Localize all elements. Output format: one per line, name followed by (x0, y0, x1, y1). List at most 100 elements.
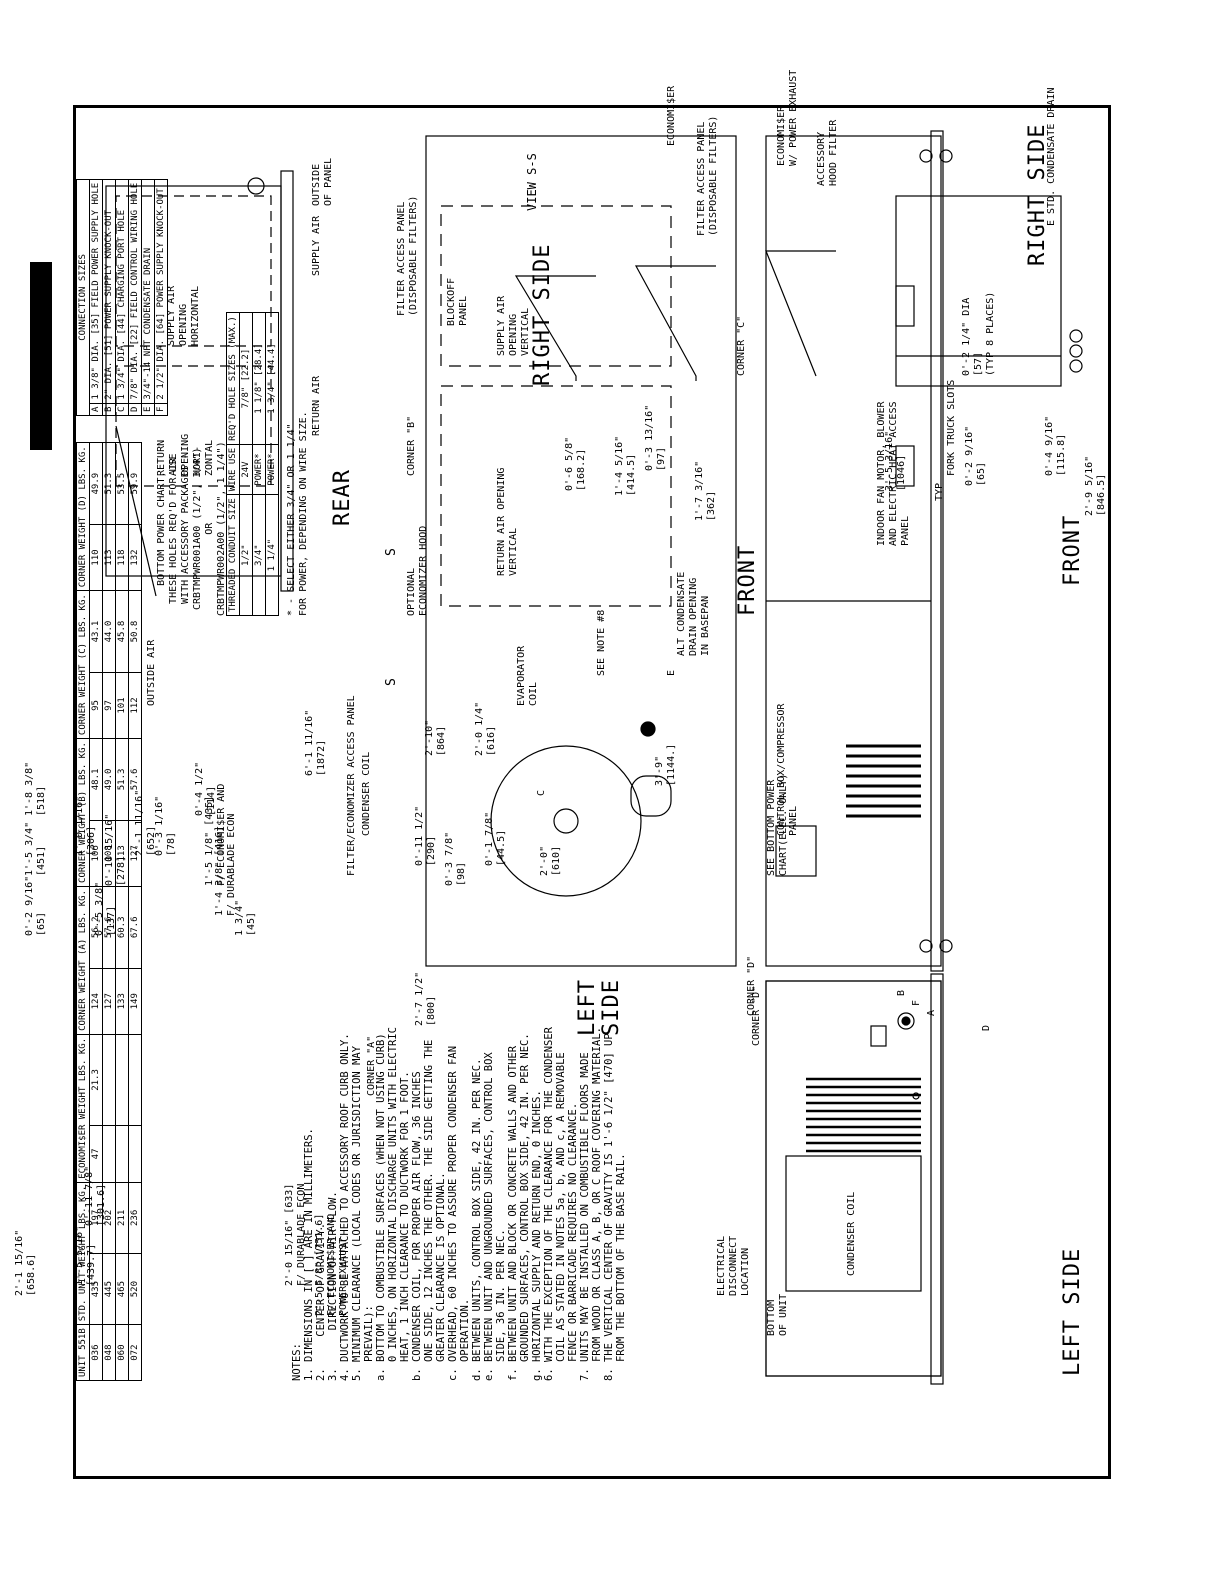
dimension-label: 0'-3 13/16" [97] (644, 404, 667, 471)
table-cell: 1 3/8" DIA. [35] FIELD POWER SUPPLY HOLE (89, 179, 103, 404)
table-cell: 7/8" DIA. [22] FIELD CONTROL WIRING HOLE (128, 179, 142, 404)
label-outside-of-panel: OUTSIDE OF PANEL (311, 157, 334, 206)
table-cell: 112 (128, 672, 142, 739)
note-line: FENCE OR BARRICADE REQUIRES NO CLEARANCE… (567, 1102, 579, 1381)
connection-title: CONNECTION SIZES (76, 179, 90, 416)
table-cell: 132 (128, 524, 142, 591)
table-cell: 149 (128, 968, 142, 1035)
note-line: COIL AS STATED IN NOTES 5a, b, AND c, A … (555, 1052, 567, 1381)
label-evaporator-coil: EVAPORATOR COIL (516, 645, 539, 706)
dimension-label: 0'-11 1/2" [290] (414, 805, 437, 866)
table-cell: 127 (102, 968, 116, 1035)
title-left-side: LEFT SIDE (1060, 1247, 1085, 1376)
label-economiser: ECONOMI$ER (666, 85, 677, 146)
table-cell: 520 (128, 1253, 142, 1325)
note-line: 6. WITH THE EXCEPTION OF THE CLEARANCE F… (543, 1026, 555, 1381)
label-corner-d-top: CORNER "D" (746, 955, 757, 1016)
label-corner-b: CORNER "B" (406, 415, 417, 476)
power-header-1: WIRE USE (226, 444, 240, 495)
label-condenser-coil-top: CONDENSER COIL (361, 751, 372, 836)
label-return-air: RETURN AIR (311, 375, 322, 436)
table-cell: 1 1/4" (265, 494, 279, 616)
label-filter-access: FILTER ACCESS PANEL (DISPOSABLE FILTERS) (696, 115, 719, 236)
note-line: SIDE, 36 IN. PER NEC. (495, 1229, 507, 1381)
dimension-label: 0'-1 7/8" [44.5] (484, 811, 507, 866)
dimension-label: 0'-10 15/16" [278] (104, 813, 127, 886)
title-top-left: LEFT SIDE (575, 979, 624, 1036)
power-chart-table: THREADED CONDUIT SIZE WIRE USE REQ'D HOL… (226, 312, 279, 616)
drawing-frame: UNIT 551B STD. UNIT WEIGHT LBS. KG. ECON… (14, 70, 1111, 1479)
table-cell (102, 1034, 116, 1126)
letter-f: F (911, 999, 922, 1006)
power-header-0: THREADED CONDUIT SIZE (226, 494, 240, 616)
unit-header-0: UNIT 551B (76, 1324, 90, 1381)
note-line: HEAT, 1 INCH CLEARANCE TO DUCTWORK FOR 1… (399, 1071, 411, 1381)
unit-header-3: CORNER WEIGHT (A) LBS. KG. (76, 886, 90, 1035)
unit-header-6: CORNER WEIGHT (D) LBS. KG. (76, 442, 90, 591)
dimension-label: 2'-5 5/8" [751.6] F/ ECONOMI$ER AND POWE… (314, 1213, 349, 1316)
note-line: g. HORIZONTAL SUPPLY AND RETURN END, 0 I… (531, 1090, 543, 1381)
label-condenser-coil: CONDENSER COIL (846, 1191, 857, 1276)
table-cell: POWER* (265, 444, 279, 495)
line-work (105, 130, 1083, 1385)
dimension-label: 0'-4 9/16" [115.8] (1044, 415, 1067, 476)
table-cell: 43.1 (89, 590, 103, 673)
table-cell: 2" DIA. [51] POWER SUPPLY KNOCK-OUT (102, 179, 116, 404)
dimension-label: 2'-1 15/16" [658.6] (14, 1229, 37, 1296)
dimension-label: 3'-9" [1144.] (654, 743, 677, 786)
front-view (765, 130, 953, 972)
rotated-drawing: UNIT 551B STD. UNIT WEIGHT LBS. KG. ECON… (14, 70, 1108, 1476)
note-line: GREATER CLEARANCE IS OPTIONAL. (435, 1172, 447, 1381)
table-cell: 44.0 (102, 590, 116, 673)
letter-s1: S (384, 678, 399, 686)
table-cell: 51.3 (102, 442, 116, 525)
dimension-label: 0'-3 7/8" [98] (444, 831, 467, 886)
dimension-label: 0'-5 3/8" [137] (94, 881, 117, 936)
label-outside-air: OUTSIDE AIR (146, 639, 157, 706)
table-cell: 49.0 (102, 738, 116, 821)
label-corner-a: CORNER "A" (366, 1035, 377, 1096)
note-line: 4. DUCTWORK TO BE ATTACHED TO ACCESSORY … (339, 1033, 351, 1381)
table-cell: 97 (102, 672, 116, 739)
table-cell: 445 (102, 1253, 116, 1325)
table-cell: 465 (115, 1253, 129, 1325)
dimension-label: 1'-5 3/4" [451] (24, 821, 47, 876)
label-economiser-pe: ECONOMI$ER W/ POWER EXHAUST (776, 69, 799, 166)
title-top-right: RIGHT SIDE (530, 243, 555, 386)
table-cell: C (115, 403, 129, 416)
table-cell: F (154, 403, 168, 416)
label-supply-air-vertical: SUPPLY AIR OPENING VERTICAL (496, 295, 531, 356)
table-cell: 45.8 (115, 590, 129, 673)
table-cell: 113 (102, 524, 116, 591)
unit-header-2: ECONOMI$ER WEIGHT LBS. KG. (76, 1034, 90, 1183)
letter-d: D (981, 1024, 992, 1031)
note-line: OPERATION. (459, 1298, 471, 1381)
label-fork-truck: FORK TRUCK SLOTS (946, 379, 957, 476)
title-rear: REAR (330, 469, 355, 526)
table-cell: 21.3 (89, 1034, 103, 1126)
dimension-label: TYP (934, 482, 945, 501)
table-cell (115, 1034, 129, 1126)
dimension-label: 0'-6 5/8" [168.2] (564, 436, 587, 491)
label-e-drain: E STD. CONDENSATE DRAIN (1046, 87, 1057, 226)
table-cell: 1 3/4" DIA. [44] CHARGING PORT HOLE (115, 179, 129, 404)
label-bottom-of-unit: BOTTOM OF UNIT (766, 1293, 789, 1336)
power-chart-footnote: * - SELECT EITHER 3/4" OR 1 1/4" FOR POW… (286, 411, 309, 616)
note-line: 7. UNITS MAY BE INSTALLED ON COMBUSTIBLE… (579, 1052, 591, 1381)
dimension-label: 2'-0 15/16" [633] F/ DURABLADE ECON (284, 1183, 307, 1286)
label-filter-access-ss: FILTER ACCESS PANEL (DISPOSABLE FILTERS) (396, 195, 419, 316)
table-cell: 24V (239, 444, 253, 495)
table-cell: 59.9 (128, 442, 142, 525)
label-blockoff-panel: BLOCKOFF PANEL (446, 277, 469, 326)
dimension-label: 2'-0 1/4" [616] (474, 701, 497, 756)
power-header-2: REQ'D HOLE SIZES (MAX.) (226, 312, 240, 445)
right-side-view (105, 170, 294, 597)
title-front: FRONT (1060, 514, 1085, 586)
hood-profiles (514, 250, 836, 381)
dimension-label: 0'-2 9/16" [65] (964, 425, 987, 486)
table-cell: 7/8" [22.2] (239, 312, 253, 445)
